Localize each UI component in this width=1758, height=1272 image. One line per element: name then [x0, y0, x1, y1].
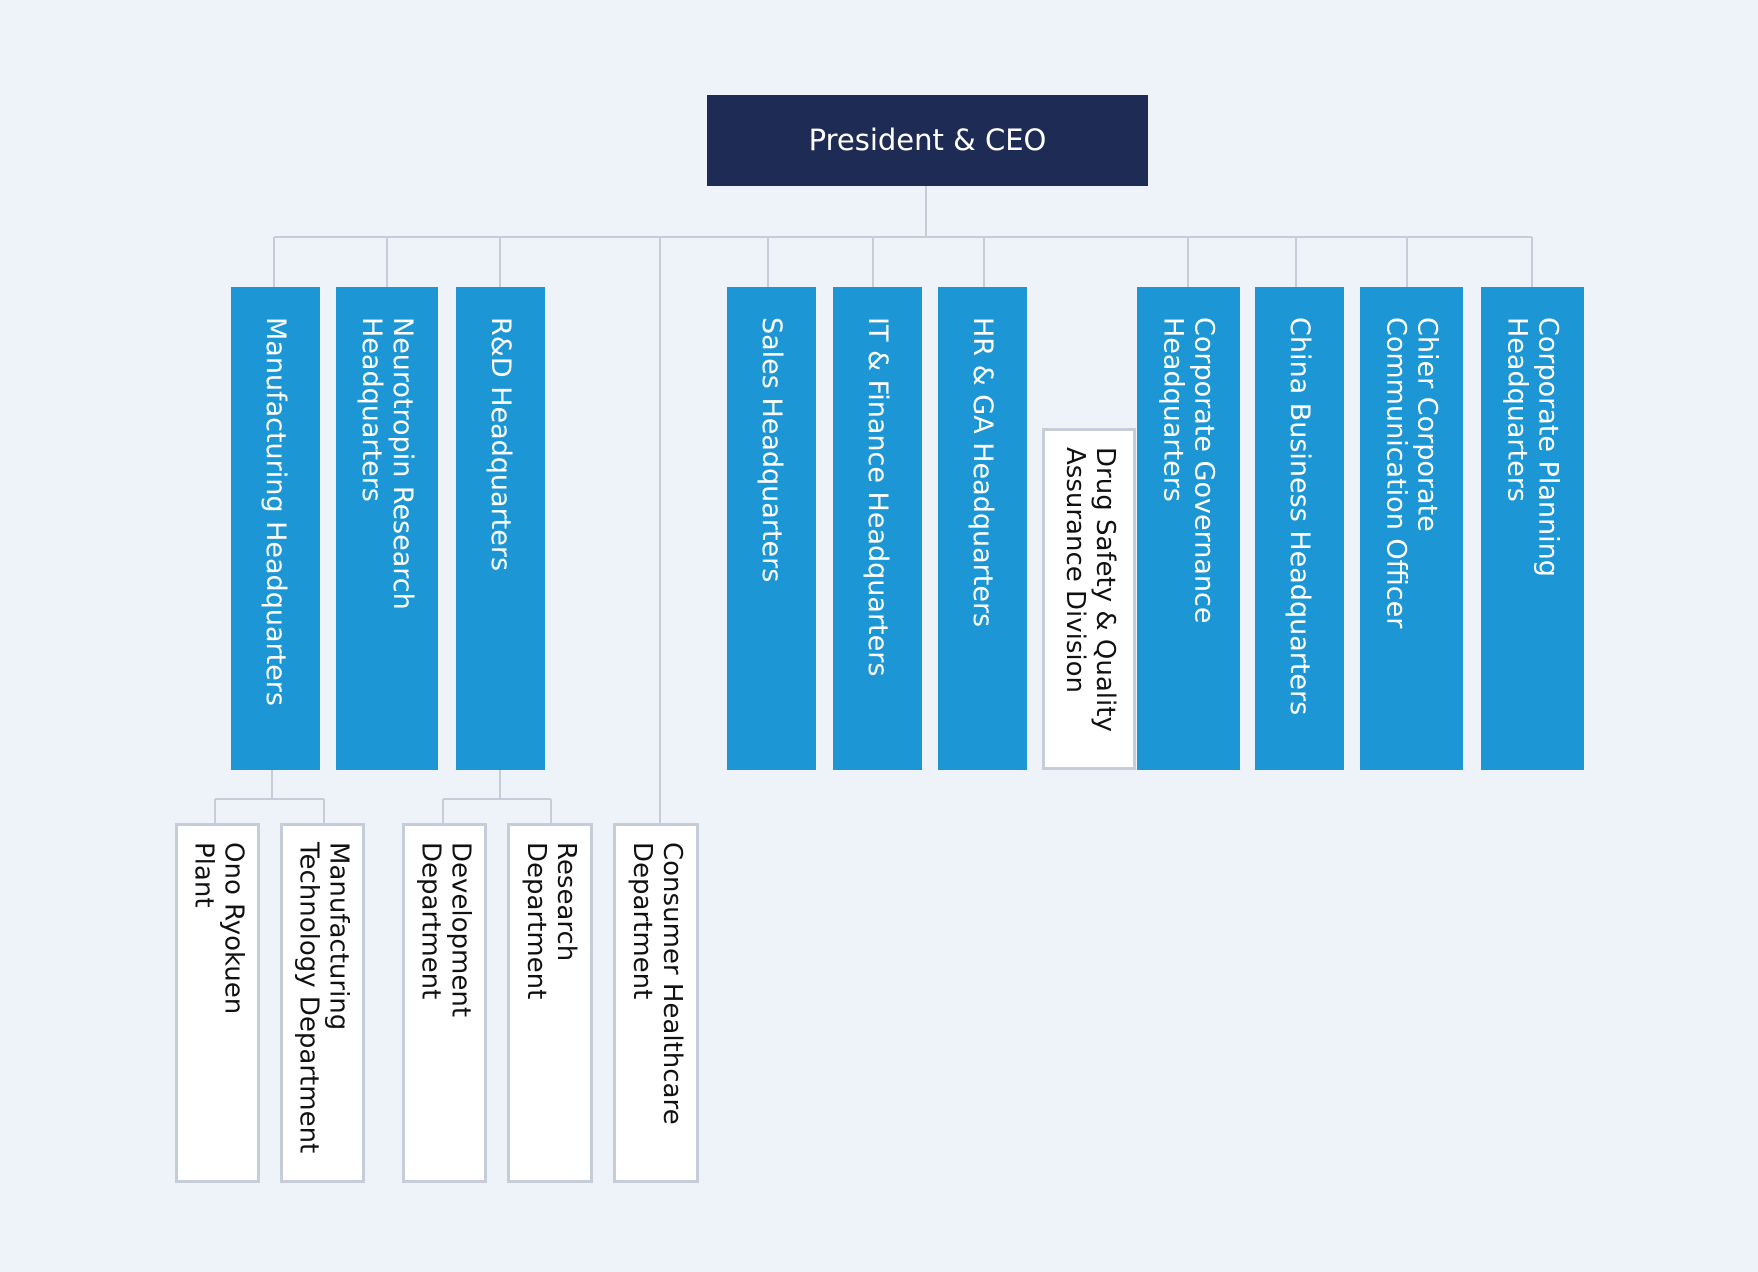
- research-dept-box: Research Department: [507, 823, 593, 1183]
- rnd-hq-label: R&D Headquarters: [485, 317, 517, 572]
- hr-ga-hq-label: HR & GA Headquarters: [967, 317, 999, 628]
- consumer-healthcare-dept-box: Consumer Healthcare Department: [613, 823, 699, 1183]
- president-ceo-box: President & CEO: [707, 95, 1148, 186]
- corp-planning-hq-box: Corporate Planning Headquarters: [1481, 287, 1584, 770]
- corp-governance-hq-label: Corporate Governance Headquarters: [1157, 317, 1220, 624]
- neurotropin-hq-box: Neurotropin Research Headquarters: [336, 287, 438, 770]
- corp-planning-hq-label: Corporate Planning Headquarters: [1501, 317, 1564, 577]
- sales-hq-label: Sales Headquarters: [756, 317, 788, 583]
- it-finance-hq-label: IT & Finance Headquarters: [862, 317, 894, 677]
- drug-safety-division-label: Drug Safety & Quality Assurance Division: [1060, 447, 1120, 732]
- president-ceo-label: President & CEO: [808, 122, 1047, 157]
- ono-ryokuen-plant-box: Ono Ryokuen Plant: [175, 823, 260, 1183]
- manufacturing-hq-label: Manufacturing Headquarters: [260, 317, 292, 706]
- china-business-hq-box: China Business Headquarters: [1255, 287, 1344, 770]
- mfg-technology-dept-box: Manufacturing Technology Department: [280, 823, 365, 1183]
- development-dept-box: Development Department: [402, 823, 487, 1183]
- sales-hq-box: Sales Headquarters: [727, 287, 816, 770]
- neurotropin-hq-label: Neurotropin Research Headquarters: [356, 317, 419, 610]
- it-finance-hq-box: IT & Finance Headquarters: [833, 287, 922, 770]
- drug-safety-division-box: Drug Safety & Quality Assurance Division: [1042, 428, 1136, 770]
- corp-governance-hq-box: Corporate Governance Headquarters: [1137, 287, 1240, 770]
- manufacturing-hq-box: Manufacturing Headquarters: [231, 287, 320, 770]
- consumer-healthcare-dept-label: Consumer Healthcare Department: [627, 842, 687, 1125]
- hr-ga-hq-box: HR & GA Headquarters: [938, 287, 1027, 770]
- chief-comm-officer-label: Chier Corporate Communication Officer: [1380, 317, 1443, 629]
- ono-ryokuen-plant-label: Ono Ryokuen Plant: [188, 842, 249, 1015]
- research-dept-label: Research Department: [521, 842, 581, 1000]
- chief-comm-officer-box: Chier Corporate Communication Officer: [1360, 287, 1463, 770]
- development-dept-label: Development Department: [415, 842, 476, 1018]
- rnd-hq-box: R&D Headquarters: [456, 287, 545, 770]
- china-business-hq-label: China Business Headquarters: [1284, 317, 1316, 716]
- mfg-technology-dept-label: Manufacturing Technology Department: [293, 842, 354, 1154]
